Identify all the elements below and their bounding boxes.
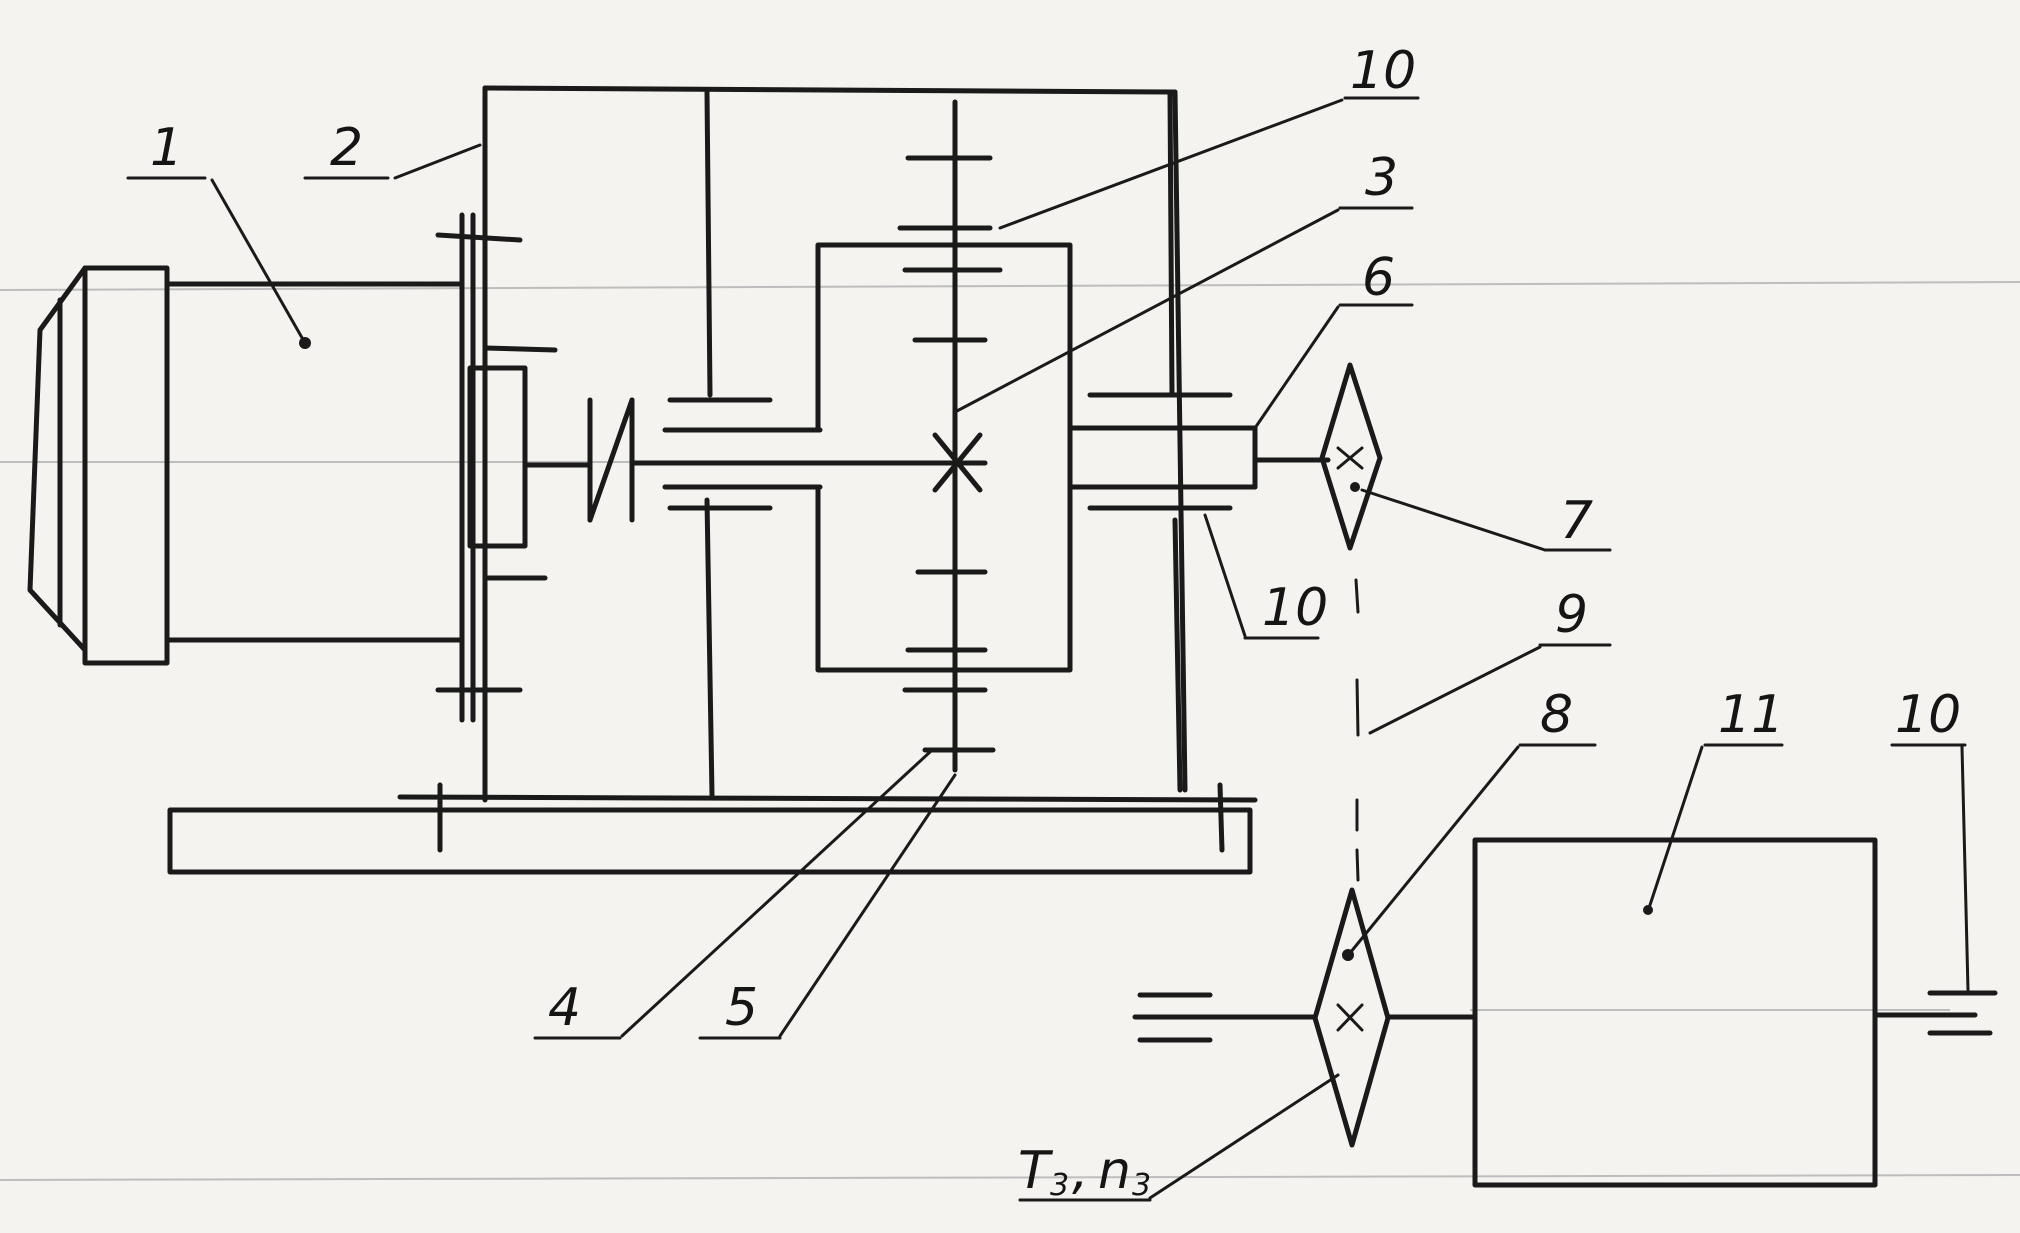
label-separator: , <box>1072 1141 1089 1201</box>
label-housing: 2 <box>330 118 363 178</box>
leader-lines <box>126 96 1970 1202</box>
drum-shaft <box>1132 990 1998 1043</box>
chain <box>1354 578 1360 882</box>
speed-subscript: 3 <box>1132 1168 1151 1203</box>
label-bearing-far: 10 <box>1895 685 1961 745</box>
label-bearing-5: 5 <box>725 978 758 1038</box>
label-bearing-right: 10 <box>1262 578 1328 638</box>
coupling <box>467 365 635 549</box>
speed-symbol: n <box>1098 1141 1131 1201</box>
input-shaft <box>629 397 988 511</box>
label-driven-sprocket: 8 <box>1540 685 1573 745</box>
gear-box <box>815 99 1073 773</box>
label-drive-sprocket: 7 <box>1560 491 1593 551</box>
gearbox-housing <box>435 85 1188 803</box>
label-motor: 1 <box>150 118 183 178</box>
torque-speed-label: T 3 , n 3 <box>1018 1141 1151 1203</box>
label-drum: 11 <box>1718 685 1784 745</box>
label-output-shaft: 6 <box>1362 248 1395 308</box>
label-bearing-top: 10 <box>1350 41 1416 101</box>
electric-motor <box>27 265 465 666</box>
label-chain: 9 <box>1555 585 1588 645</box>
construction-lines <box>0 281 2020 1181</box>
label-bearing-4: 4 <box>548 978 581 1038</box>
label-gear-center: 3 <box>1365 148 1398 208</box>
base-plate <box>167 782 1258 875</box>
torque-symbol: T <box>1018 1141 1054 1201</box>
drum <box>1472 837 1878 1188</box>
output-shaft <box>1067 392 1331 511</box>
drive-sprocket <box>1319 362 1383 551</box>
torque-subscript: 3 <box>1050 1168 1069 1203</box>
driven-sprocket <box>1312 887 1391 1148</box>
